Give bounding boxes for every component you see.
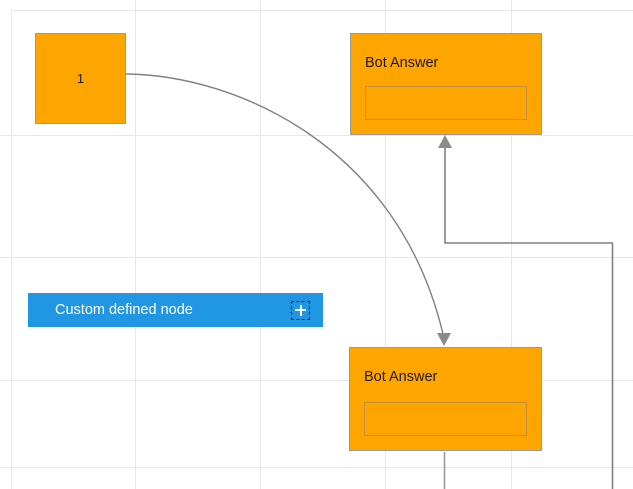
orthogonal-connector-arrowhead bbox=[438, 135, 452, 148]
bot-answer-input-bottom[interactable] bbox=[364, 402, 527, 436]
custom-defined-node-label: Custom defined node bbox=[55, 301, 193, 318]
orthogonal-connector-up[interactable] bbox=[444, 148, 613, 244]
bot-answer-input-top[interactable] bbox=[365, 86, 527, 120]
curved-connector-arrowhead bbox=[437, 333, 451, 346]
plus-icon[interactable] bbox=[291, 300, 310, 320]
start-node[interactable]: 1 bbox=[35, 33, 126, 124]
bot-answer-title-top: Bot Answer bbox=[365, 55, 439, 71]
custom-defined-node-bar[interactable]: Custom defined node bbox=[28, 293, 323, 327]
bot-answer-node-bottom[interactable]: Bot Answer bbox=[349, 347, 542, 451]
bot-answer-node-top[interactable]: Bot Answer bbox=[350, 33, 542, 135]
start-node-label: 1 bbox=[76, 71, 85, 86]
bot-answer-title-bottom: Bot Answer bbox=[364, 369, 438, 385]
